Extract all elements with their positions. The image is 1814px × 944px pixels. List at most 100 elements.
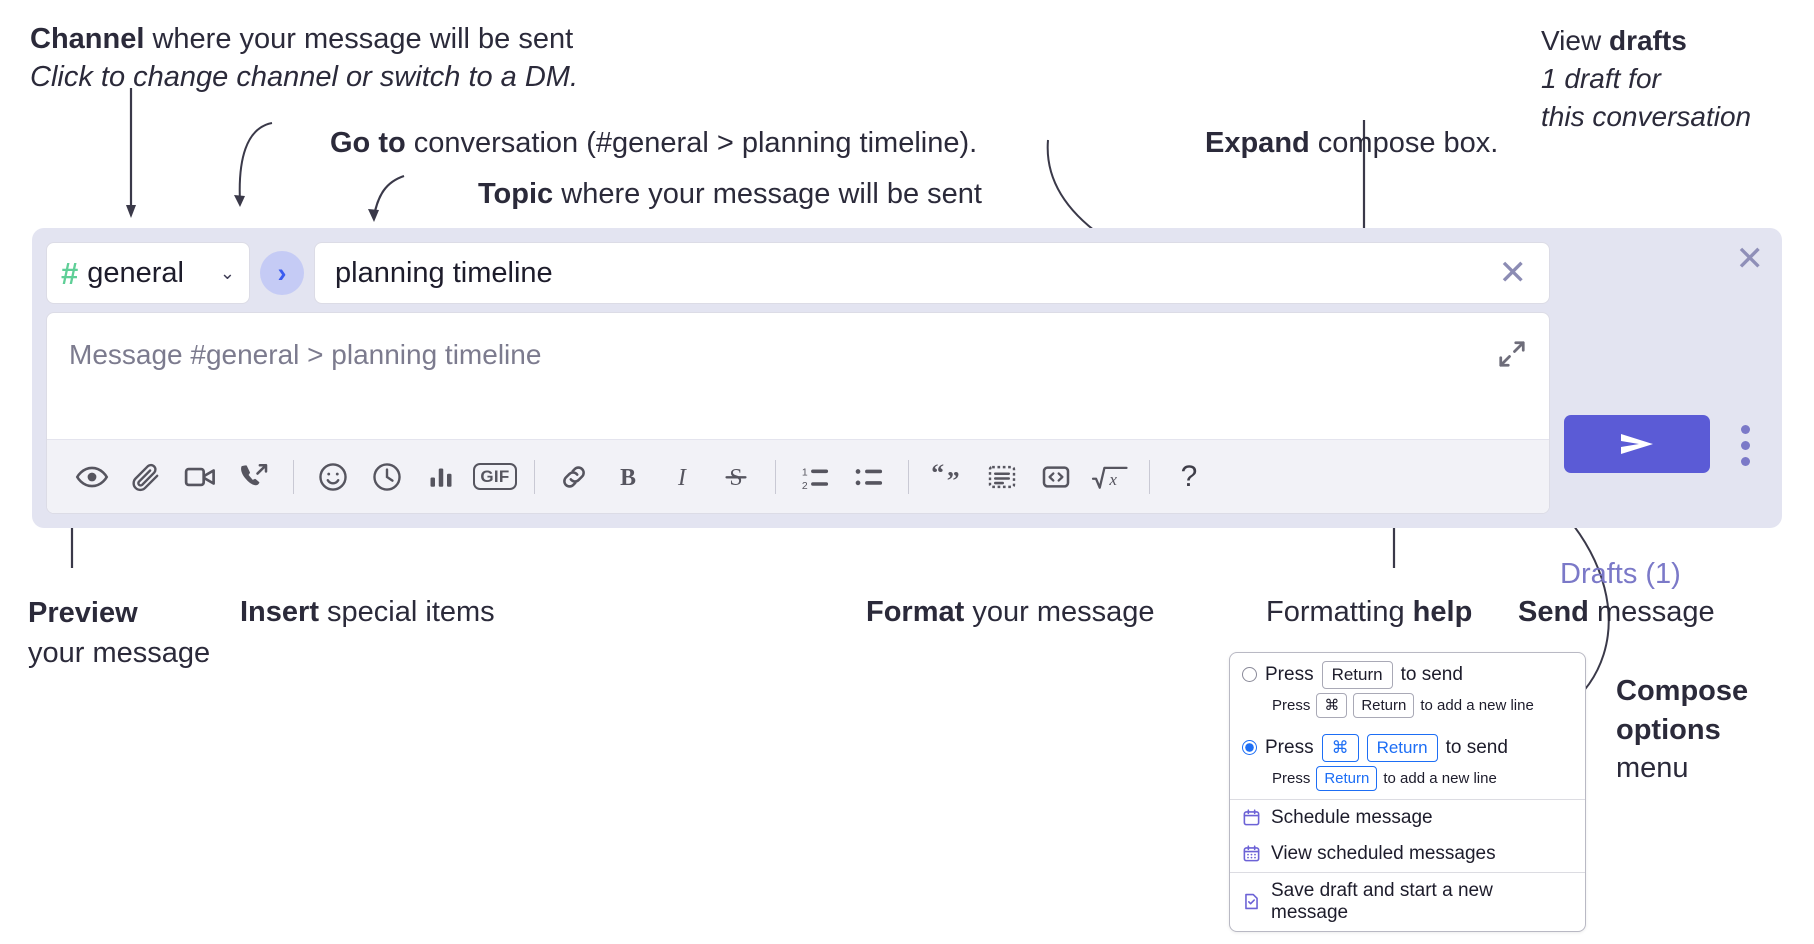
expand-icon[interactable] <box>1497 339 1527 369</box>
compose-inner: # general ⌄ › planning timeline ✕ Messag… <box>46 242 1550 514</box>
annotation-drafts: View drafts 1 draft for this conversatio… <box>1541 22 1751 136</box>
menu-divider <box>1230 798 1585 800</box>
annotation-channel-italic: Click to change channel or switch to a D… <box>30 61 579 94</box>
message-placeholder: Message #general > planning timeline <box>69 339 542 370</box>
svg-text:”: ” <box>947 465 960 492</box>
send-button[interactable] <box>1564 415 1710 473</box>
annotation-drafts-bold: drafts <box>1608 25 1687 56</box>
annotation-expand-rest: compose box. <box>1309 127 1499 159</box>
drafts-link[interactable]: Drafts (1) <box>1560 558 1681 590</box>
strikethrough-icon[interactable]: S <box>709 450 763 504</box>
annotation-help-plain: Formatting <box>1266 596 1413 628</box>
gif-icon[interactable]: GIF <box>468 450 522 504</box>
formatting-toolbar: GIF B I S 12 <box>47 439 1549 513</box>
annotation-goto: Go to conversation (#general > planning … <box>330 124 977 162</box>
separator <box>775 459 776 494</box>
annotation-preview-rest: your message <box>28 637 211 670</box>
annotation-preview-bold: Preview <box>28 597 138 629</box>
chevron-down-icon: ⌄ <box>219 262 235 283</box>
key-command: ⌘ <box>1321 733 1359 762</box>
annotation-channel-bold: Channel <box>30 23 145 55</box>
menu-option-cmd-return-to-send[interactable]: Press ⌘ Return to send Press Return to a… <box>1230 726 1585 799</box>
clock-icon[interactable] <box>360 450 414 504</box>
annotation-drafts-italic2: this conversation <box>1541 101 1752 133</box>
topic-field[interactable]: planning timeline ✕ <box>314 242 1550 304</box>
compose-options-menu: Press Return to send Press ⌘ Return to a… <box>1229 652 1586 932</box>
annotation-format-rest: your message <box>964 596 1155 628</box>
svg-text:“: “ <box>931 461 944 487</box>
huddle-icon[interactable] <box>227 450 281 504</box>
annotation-send-bold: Send <box>1518 596 1589 628</box>
separator <box>1149 459 1150 494</box>
separator <box>908 459 909 494</box>
annotation-send: Send message <box>1518 593 1715 631</box>
compose-options-menu-button[interactable] <box>1732 420 1758 470</box>
annotation-insert: Insert special items <box>240 593 495 631</box>
annotation-compose-rest: menu <box>1616 752 1689 785</box>
menu-option-return-to-send[interactable]: Press Return to send Press ⌘ Return to a… <box>1230 653 1585 726</box>
channel-selector[interactable]: # general ⌄ <box>46 242 250 304</box>
annotation-channel-rest: where your message will be sent <box>144 23 574 55</box>
italic-icon[interactable]: I <box>655 450 709 504</box>
kebab-dot <box>1740 456 1750 466</box>
preview-icon[interactable] <box>65 450 119 504</box>
annotation-goto-bold: Go to <box>330 127 406 159</box>
menu-item-label: Schedule message <box>1271 806 1433 828</box>
key-command: ⌘ <box>1316 692 1348 718</box>
inline-code-icon[interactable] <box>1029 450 1083 504</box>
go-to-conversation-button[interactable]: › <box>260 251 304 295</box>
clear-topic-icon[interactable]: ✕ <box>1498 254 1528 292</box>
hash-icon: # <box>61 255 79 291</box>
radio-cmd-return-to-send[interactable] <box>1242 740 1257 756</box>
link-icon[interactable] <box>547 450 601 504</box>
formatting-help-button[interactable]: ? <box>1180 459 1198 493</box>
emoji-icon[interactable] <box>306 450 360 504</box>
annotation-topic-rest: where your message will be sent <box>553 178 982 210</box>
kebab-dot <box>1740 424 1750 434</box>
annotation-drafts-italic1: 1 draft for <box>1541 63 1661 95</box>
key-return: Return <box>1353 692 1415 718</box>
poll-icon[interactable] <box>414 450 468 504</box>
separator <box>293 459 294 494</box>
option2-sub-pre: Press <box>1272 769 1311 787</box>
menu-item-save-draft[interactable]: Save draft and start a new message <box>1230 873 1585 931</box>
annotation-topic-bold: Topic <box>478 178 554 210</box>
annotation-send-rest: message <box>1588 596 1715 628</box>
annotation-compose-bold2: options <box>1616 713 1721 746</box>
close-icon[interactable]: ✕ <box>1735 240 1765 278</box>
option2-sub-post: to add a new line <box>1383 769 1497 787</box>
svg-text:x: x <box>1108 470 1117 489</box>
svg-text:B: B <box>620 464 636 490</box>
option2-post: to send <box>1445 736 1508 758</box>
latex-icon[interactable]: x <box>1083 450 1137 504</box>
option2-pre: Press <box>1265 736 1314 758</box>
bold-icon[interactable]: B <box>601 450 655 504</box>
menu-item-schedule-message[interactable]: Schedule message <box>1230 800 1585 836</box>
annotation-help-bold: help <box>1412 596 1473 628</box>
bulleted-list-icon[interactable] <box>842 450 896 504</box>
calendar-schedule-icon <box>1243 809 1260 826</box>
blockquote-icon[interactable]: “” <box>921 450 975 504</box>
kebab-dot <box>1740 440 1750 450</box>
key-return: Return <box>1316 765 1378 791</box>
channel-name: general <box>87 256 184 289</box>
option1-sub-pre: Press <box>1272 696 1311 714</box>
annotation-expand-bold: Expand <box>1205 127 1310 159</box>
annotation-compose-options: Compose options menu <box>1616 672 1748 788</box>
annotation-drafts-plain: View <box>1541 25 1609 56</box>
video-icon[interactable] <box>173 450 227 504</box>
calendar-grid-icon <box>1243 845 1260 862</box>
annotation-formatting-help: Formatting help <box>1266 593 1472 631</box>
code-block-icon[interactable] <box>975 450 1029 504</box>
message-editor[interactable]: Message #general > planning timeline <box>46 312 1550 514</box>
menu-divider <box>1230 871 1585 873</box>
annotation-expand: Expand compose box. <box>1205 124 1498 162</box>
annotation-compose-bold1: Compose <box>1616 675 1749 707</box>
annotation-channel: Channel where your message will be sent … <box>30 20 578 97</box>
option1-pre: Press <box>1265 663 1314 685</box>
radio-return-to-send[interactable] <box>1242 667 1257 683</box>
menu-item-view-scheduled-messages[interactable]: View scheduled messages <box>1230 836 1585 872</box>
attachment-icon[interactable] <box>119 450 173 504</box>
svg-text:2: 2 <box>802 480 808 491</box>
